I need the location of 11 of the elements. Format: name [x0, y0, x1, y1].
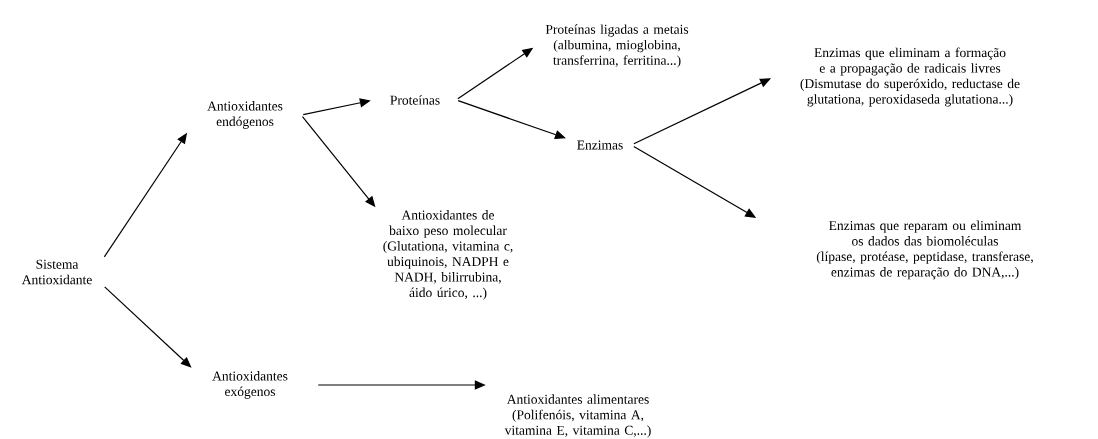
- text-label: Antioxidantes endógenos: [207, 101, 283, 129]
- text-label: Enzimas que reparam ou eliminam os dados das biomoléculas (lípase, protéase, peptidase, transferase, enzimas de reparação do DNA,...): [816, 220, 1033, 280]
- text-label: Antioxidantes de baixo peso molecular (Glutationa, vitamina c, ubiquinois, NADPH e NADH, bilirrubina, áido úrico, ...): [383, 210, 513, 300]
- text-label: Enzimas: [577, 140, 623, 150]
- text-label: Enzimas que eliminam a formação e a propagação de radicais livres (Dismutase do superóxido, reductase de glutationa, peroxidaseda glutationa...): [800, 47, 1020, 107]
- text-label: Proteínas ligadas a metais (albumina, mioglobina, transferrina, ferritina...): [545, 24, 689, 68]
- text-label: Sistema Antioxidante: [21, 259, 92, 285]
- text-label: Antioxidantes alimentares (Polifenóis, vitamina A, vitamina E, vitamina C,...): [504, 394, 651, 438]
- text-label: Proteínas: [390, 95, 440, 105]
- text-label: Antioxidantes exógenos: [212, 371, 288, 399]
- arrow: [104, 286, 192, 368]
